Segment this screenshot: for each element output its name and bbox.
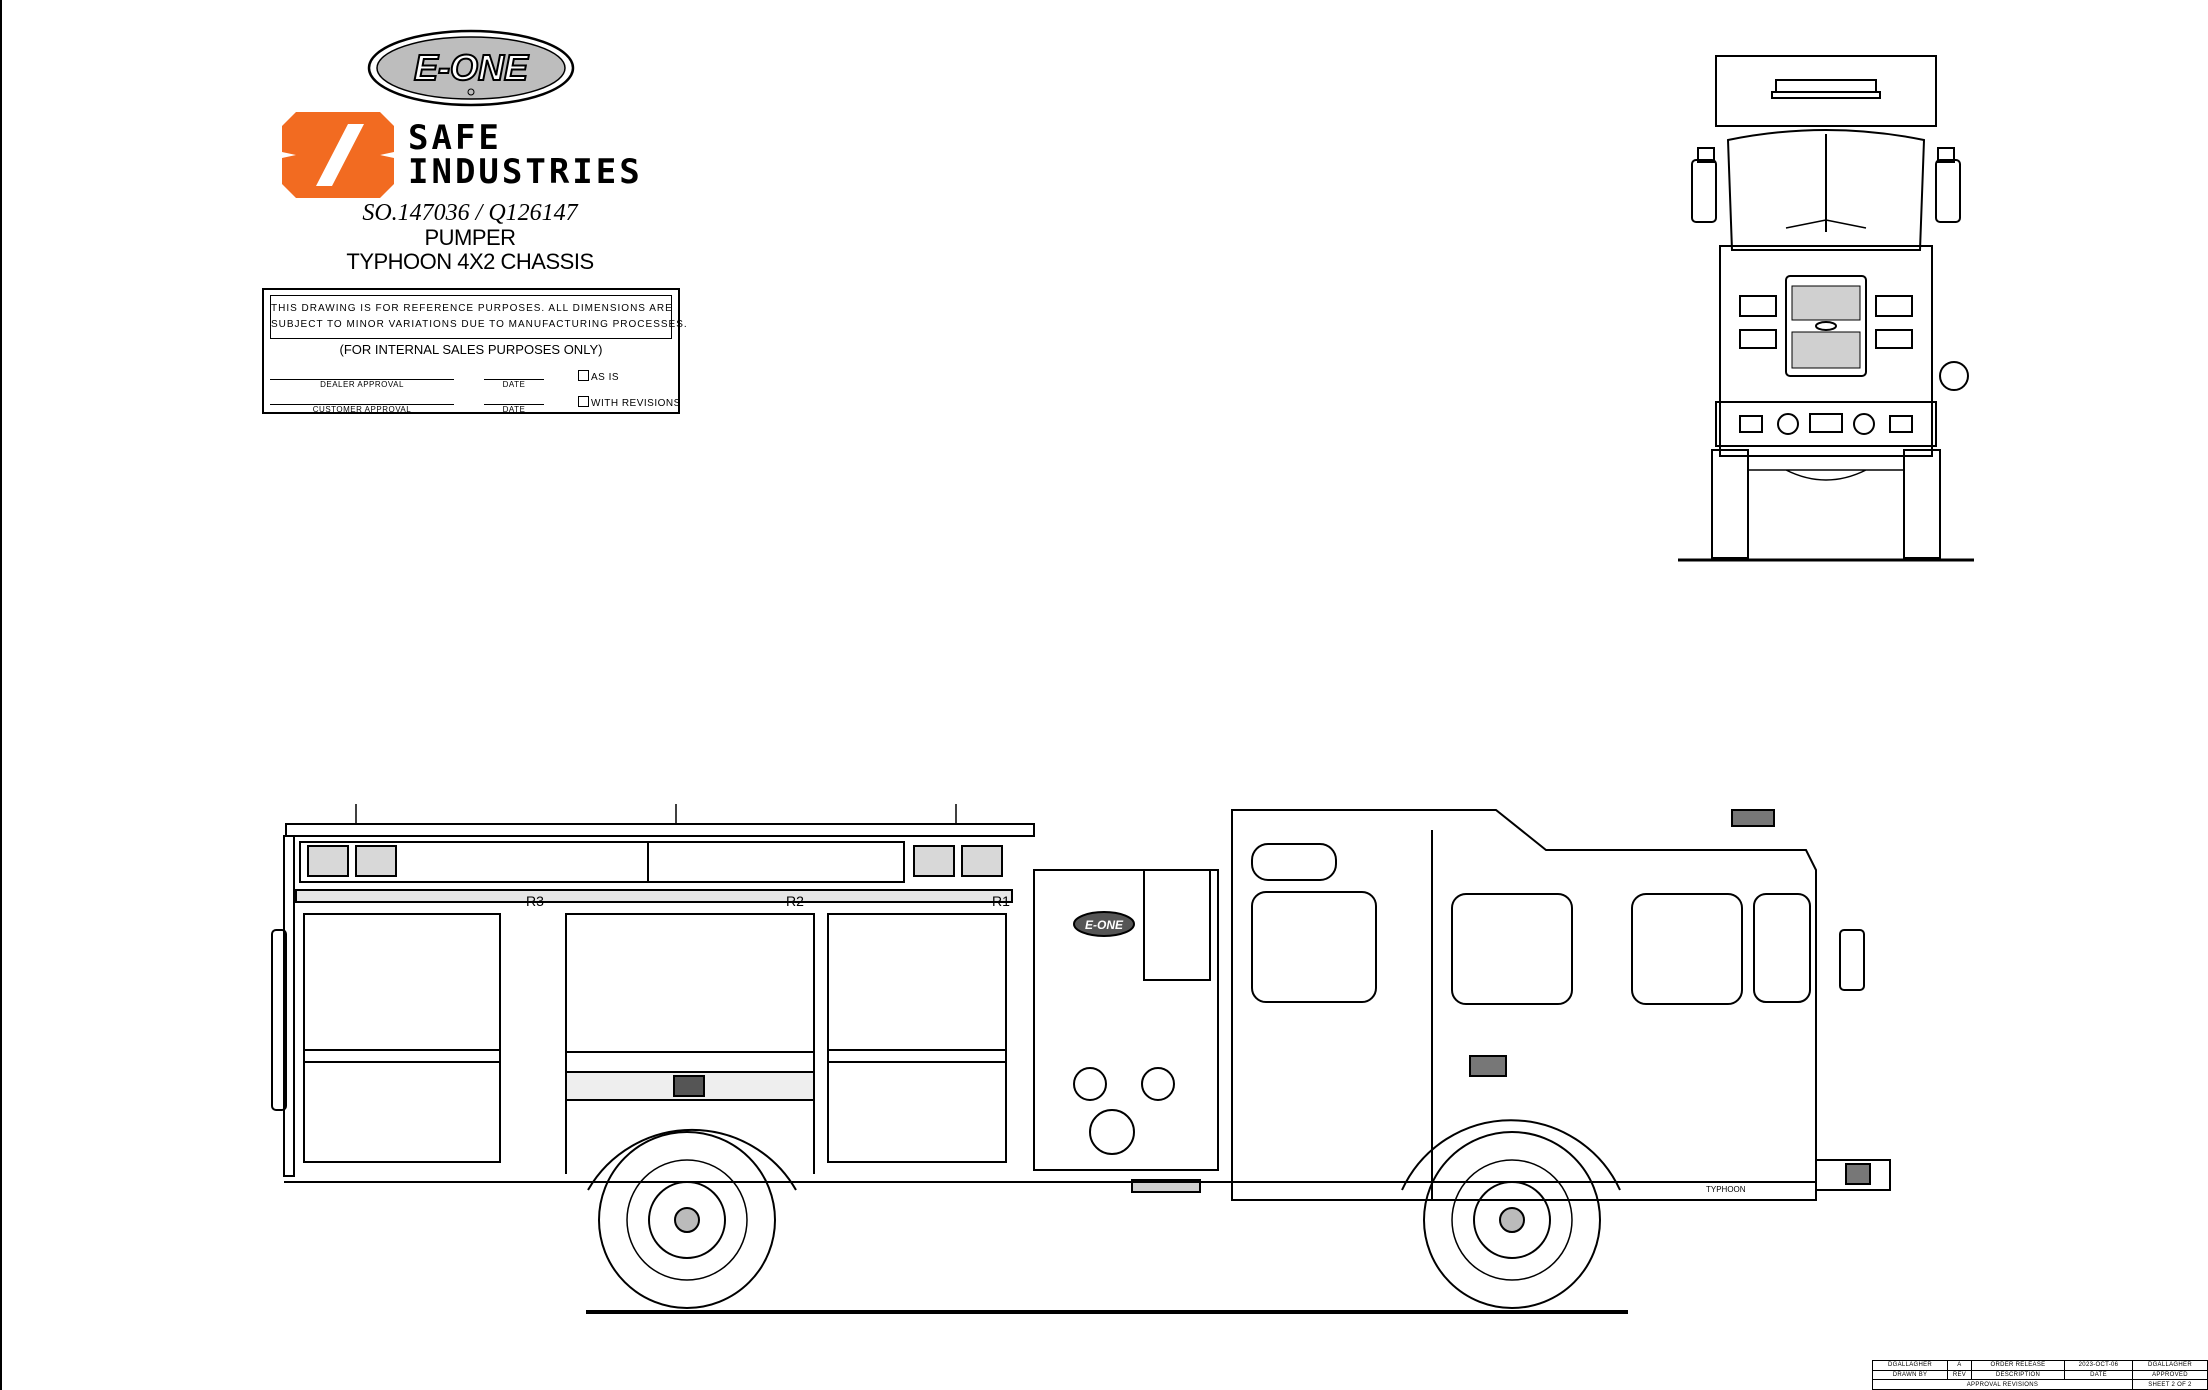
title-block-drawn-by-value: DGALLAGHER [1871, 1360, 1949, 1371]
drawing-frame-border [0, 0, 2, 1390]
cab-windshield-side [1753, 893, 1811, 1003]
as-is-label: AS IS [591, 372, 620, 383]
rear-right-light-cluster [355, 845, 397, 877]
front-tire [1423, 1131, 1601, 1309]
drawing-title-block: DGALLAGHER A ORDER RELEASE 2023-OCT-06 D… [1871, 1360, 2208, 1390]
internal-sales-note: (FOR INTERNAL SALES PURPOSES ONLY) [339, 342, 603, 357]
e-one-logo: E-ONE [367, 29, 575, 107]
front-cab-body [1719, 245, 1933, 457]
side-view-drawing: R3 R2 R1 E-ONE TYPHOON [271, 804, 1891, 1314]
title-block-approved-label: APPROVED [2131, 1369, 2208, 1381]
front-right-tire [1903, 449, 1941, 559]
front-grille [1785, 275, 1867, 377]
cab-model-badge: TYPHOON [1706, 1185, 1746, 1194]
front-right-bumper-intake [1853, 413, 1875, 435]
cab-front-door-window [1631, 893, 1743, 1005]
pump-door-logo-text: E-ONE [1085, 918, 1124, 932]
front-left-bumper-intake [1777, 413, 1799, 435]
with-revisions-label: WITH REVISIONS [591, 398, 681, 409]
dealer-date-line[interactable]: DATE [484, 379, 544, 389]
front-right-mirror [1935, 159, 1961, 223]
cab-body [1231, 809, 1817, 1201]
title-block-date-value: 2023-OCT-06 [2064, 1360, 2133, 1371]
compartment-r2 [565, 913, 815, 1053]
disclaimer-text: THIS DRAWING IS FOR REFERENCE PURPOSES. … [270, 295, 688, 339]
cab-upper-window [1251, 843, 1337, 881]
apparatus-type: PUMPER [424, 225, 516, 250]
body-top-rail [285, 823, 1035, 837]
compartment-label-r1: R1 [992, 893, 1010, 909]
disclaimer-line2: SUBJECT TO MINOR VARIATIONS DUE TO MANUF… [271, 319, 688, 330]
safe-industries-logo-mark [282, 112, 394, 198]
front-right-headlight [1875, 329, 1913, 349]
company-name-line2: INDUSTRIES [408, 152, 643, 192]
front-bumper [1715, 401, 1937, 447]
compartment-r3 [303, 913, 501, 1163]
company-name-line1: SAFE [408, 118, 502, 158]
title-block-description-value: ORDER RELEASE [1970, 1360, 2066, 1371]
dealer-approval-line[interactable]: DEALER APPROVAL [270, 379, 454, 389]
customer-date-line[interactable]: DATE [484, 404, 544, 414]
chassis-model: TYPHOON 4X2 CHASSIS [346, 249, 594, 274]
with-revisions-checkbox[interactable]: WITH REVISIONS [578, 396, 681, 409]
compartment-header-band [295, 889, 1013, 903]
upper-compartments [299, 841, 905, 883]
cab-crew-window [1451, 893, 1573, 1005]
customer-approval-line[interactable]: CUSTOMER APPROVAL [270, 404, 454, 414]
title-block-section-title: APPROVAL REVISIONS [1872, 1379, 2133, 1390]
title-block-rev-value: A [1947, 1360, 1972, 1371]
front-left-tire [1711, 449, 1749, 559]
side-front-bumper [1815, 1159, 1891, 1191]
title-block-date-label: DATE [2064, 1369, 2133, 1381]
rear-left-light-cluster [307, 845, 349, 877]
pump-gauge-left [1073, 1067, 1107, 1101]
pump-door-logo [1073, 911, 1135, 937]
cab-roof-beacon [1731, 809, 1775, 827]
sales-order-number: SO.147036 / Q126147 [362, 200, 578, 226]
pump-panel [1033, 869, 1219, 1171]
compartment-r1 [827, 913, 1007, 1163]
rear-tire [598, 1131, 776, 1309]
rear-fender-light [673, 1075, 705, 1097]
title-block-approved-value: DGALLAGHER [2131, 1360, 2208, 1371]
e-one-logo-text: E-ONE [414, 47, 529, 88]
pump-intake [1089, 1109, 1135, 1155]
disclaimer-line1: THIS DRAWING IS FOR REFERENCE PURPOSES. … [271, 303, 673, 314]
as-is-checkbox[interactable]: AS IS [578, 370, 619, 383]
compartment-label-r2: R2 [786, 893, 804, 909]
cab-side-light [1469, 1055, 1507, 1077]
pump-discharge-area [1143, 869, 1211, 981]
front-left-headlight [1739, 329, 1777, 349]
pump-gauge-right [1141, 1067, 1175, 1101]
apparatus-description: PUMPER TYPHOON 4X2 CHASSIS [250, 226, 690, 274]
title-block-description-label: DESCRIPTION [1970, 1369, 2066, 1381]
front-side-intake [1939, 361, 1969, 391]
compartment-label-r3: R3 [526, 893, 544, 909]
front-windshield [1726, 129, 1926, 251]
title-block-rev-label: REV [1947, 1369, 1972, 1381]
cab-side-mirror [1839, 929, 1865, 991]
front-view-drawing [1678, 55, 1974, 562]
cab-rear-door-window [1251, 891, 1377, 1003]
front-right-warning-lights [1875, 295, 1913, 317]
approval-box: THIS DRAWING IS FOR REFERENCE PURPOSES. … [262, 288, 688, 414]
title-block-drawn-by-label: DRAWN BY [1871, 1369, 1949, 1381]
title-block-sheet-number: SHEET 2 OF 2 [2131, 1379, 2208, 1390]
front-left-light-cluster [913, 845, 955, 877]
front-left-mirror [1691, 159, 1717, 223]
front-lightbar [1775, 79, 1877, 93]
rear-tailboard [271, 929, 287, 1111]
front-right-light-cluster [961, 845, 1003, 877]
front-left-warning-lights [1739, 295, 1777, 317]
